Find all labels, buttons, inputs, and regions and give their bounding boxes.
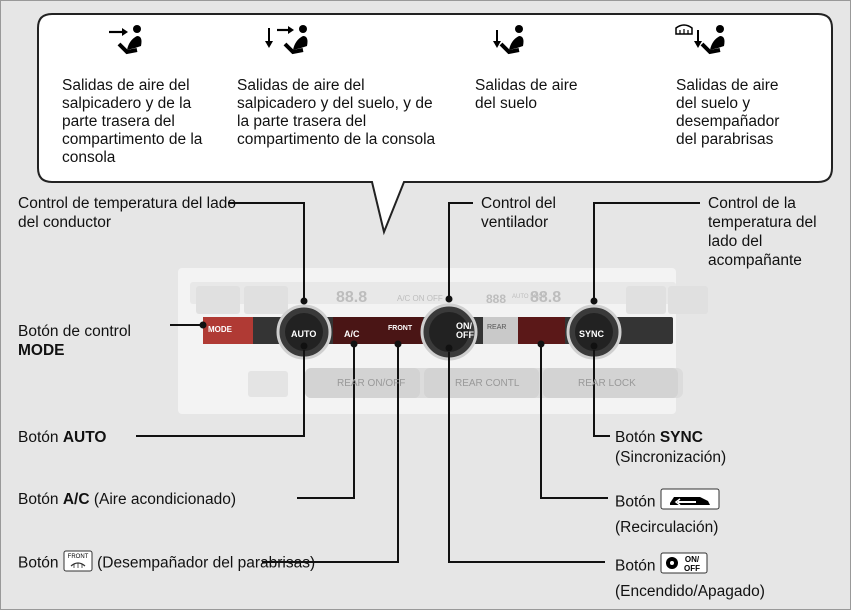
recirculation-icon [660, 488, 720, 517]
sync-name: SYNC [659, 429, 703, 446]
recirc-button-label: Botón (Recirculación) [615, 488, 720, 539]
sync-prefix: Botón [615, 429, 656, 446]
airflow-mode-1-text: Salidas de aire del salpicadero y de la … [62, 77, 203, 166]
panel-ac-on-off-indicator: A/C ON OFF [397, 294, 443, 303]
floor-and-defrost-icon [675, 24, 725, 55]
mode-name: MODE [18, 342, 65, 359]
front-defrost-icon: FRONT [63, 550, 93, 577]
rear-on-off-button [305, 368, 420, 398]
airflow-mode-3-text: Salidas de aire del suelo [475, 77, 578, 112]
panel-front-label: FRONT [388, 325, 413, 332]
passenger-seat-button-a [626, 286, 666, 314]
panel-onoff-label: ON/ OFF [456, 321, 474, 340]
driver-seat-heater-button [196, 286, 240, 314]
panel-mode-label: MODE [208, 325, 232, 334]
panel-auto-lock-indicator: AUTO LOCK [512, 294, 547, 300]
panel-rear-on-off-label: REAR ON/OFF [337, 378, 406, 389]
dash-vents-icon [109, 25, 142, 55]
defrost-button-label: Botón FRONT (Desempañador del parabrisas… [18, 550, 315, 577]
rear-lock-button [543, 368, 678, 398]
onoff-prefix: Botón [615, 557, 656, 575]
panel-auto-label: AUTO [291, 329, 317, 339]
fan-control-label: Control del ventilador [481, 195, 556, 231]
recirc-prefix: Botón [615, 493, 656, 511]
rear-contl-button [424, 368, 539, 398]
sync-button-label: Botón SYNC (Sincronización) [615, 428, 726, 468]
panel-display-right: 88.8 [530, 289, 562, 306]
panel-sync-label: SYNC [579, 329, 605, 339]
rear-button [483, 317, 518, 344]
dash-and-floor-vents-icon [265, 25, 308, 55]
off-inline-label: OFF [684, 564, 700, 573]
passenger-temp-label: Control de la temperatura del lado del a… [708, 195, 817, 269]
mode-prefix: Botón de control [18, 323, 131, 340]
auto-button-label: Botón AUTO [18, 428, 106, 447]
defrost-prefix: Botón [18, 554, 59, 572]
ac-button-label: Botón A/C (Aire acondicionado) [18, 490, 236, 509]
passenger-seat-button-b [668, 286, 708, 314]
leader-lines [136, 202, 700, 563]
panel-display-left: 88.8 [336, 289, 368, 306]
mode-button [203, 317, 253, 344]
front-defrost-button [378, 317, 423, 344]
ac-button [333, 317, 378, 344]
auto-name: AUTO [62, 429, 107, 446]
airflow-bubble [37, 13, 833, 236]
ac-suffix: (Aire acondicionado) [93, 491, 237, 508]
front-inline-label: FRONT [67, 554, 88, 560]
on-inline-label: ON/ [685, 555, 700, 564]
recirc-suffix: (Recirculación) [615, 519, 719, 536]
ac-name: A/C [62, 491, 90, 508]
onoff-button-label: Botón ON/ OFF (Encendido/Apagado) [615, 552, 765, 603]
airflow-mode-2-text: Salidas de aire del salpicadero y del su… [237, 77, 436, 148]
fan-onoff-icon: ON/ OFF [660, 552, 708, 581]
defrost-suffix: (Desempañador del parabrisas) [97, 554, 316, 572]
driver-seat-cooler-button [244, 286, 288, 314]
panel-ac-label: A/C [344, 329, 360, 339]
sync-suffix: (Sincronización) [615, 449, 727, 466]
mode-button-label: Botón de control MODE [18, 322, 131, 360]
floor-vents-icon [493, 25, 524, 55]
panel-rear-contl-label: REAR CONTL [455, 378, 520, 389]
onoff-suffix: (Encendido/Apagado) [615, 583, 765, 600]
recirculation-button [518, 317, 565, 344]
ac-prefix: Botón [18, 491, 59, 508]
driver-temp-label: Control de temperatura del lado del cond… [18, 195, 236, 231]
panel-rear-lock-label: REAR LOCK [578, 378, 636, 389]
panel-display-mid: 888 [486, 292, 507, 306]
panel-rear-label: REAR [487, 324, 507, 331]
airflow-mode-4-text: Salidas de aire del suelo y desempañador… [676, 77, 780, 148]
auto-prefix: Botón [18, 429, 59, 446]
